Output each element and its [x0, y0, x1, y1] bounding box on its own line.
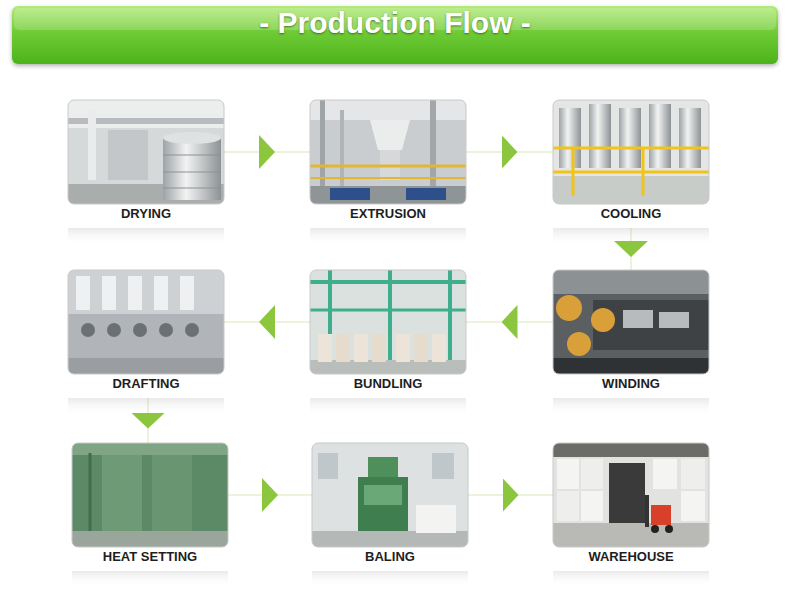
process-step: BUNDLING — [310, 270, 466, 398]
photo-reflection — [68, 228, 709, 587]
step-label: EXTRUSION — [310, 206, 466, 226]
step-label: WAREHOUSE — [553, 549, 709, 569]
flow-arrow — [228, 494, 312, 496]
title-banner — [12, 6, 778, 64]
flow-arrow — [466, 151, 553, 153]
process-step: DRYING — [68, 100, 224, 228]
extrusion-photo — [310, 100, 466, 204]
process-step: HEAT SETTING — [72, 443, 228, 571]
diagram-title: - Production Flow - — [12, 6, 778, 64]
flow-arrow — [468, 494, 553, 496]
step-label: BALING — [312, 549, 468, 569]
flow-arrow — [224, 151, 310, 153]
warehouse-photo — [553, 443, 709, 547]
process-step: COOLING — [553, 100, 709, 228]
flow-arrow — [466, 321, 553, 323]
step-label: COOLING — [553, 206, 709, 226]
cooling-photo — [553, 100, 709, 204]
step-label: DRYING — [68, 206, 224, 226]
step-label: BUNDLING — [310, 376, 466, 396]
drafting-photo — [68, 270, 224, 374]
process-step: EXTRUSION — [310, 100, 466, 228]
process-step: BALING — [312, 443, 468, 571]
step-label: DRAFTING — [68, 376, 224, 396]
step-label: WINDING — [553, 376, 709, 396]
flow-arrow — [147, 398, 149, 443]
flow-arrow — [224, 321, 310, 323]
drying-photo — [68, 100, 224, 204]
bundling-photo — [310, 270, 466, 374]
process-step: WINDING — [553, 270, 709, 398]
baling-photo — [312, 443, 468, 547]
flow-arrow — [630, 228, 632, 270]
winding-photo — [553, 270, 709, 374]
heat-setting-photo — [72, 443, 228, 547]
process-step: WAREHOUSE — [553, 443, 709, 571]
process-step: DRAFTING — [68, 270, 224, 398]
step-label: HEAT SETTING — [72, 549, 228, 569]
